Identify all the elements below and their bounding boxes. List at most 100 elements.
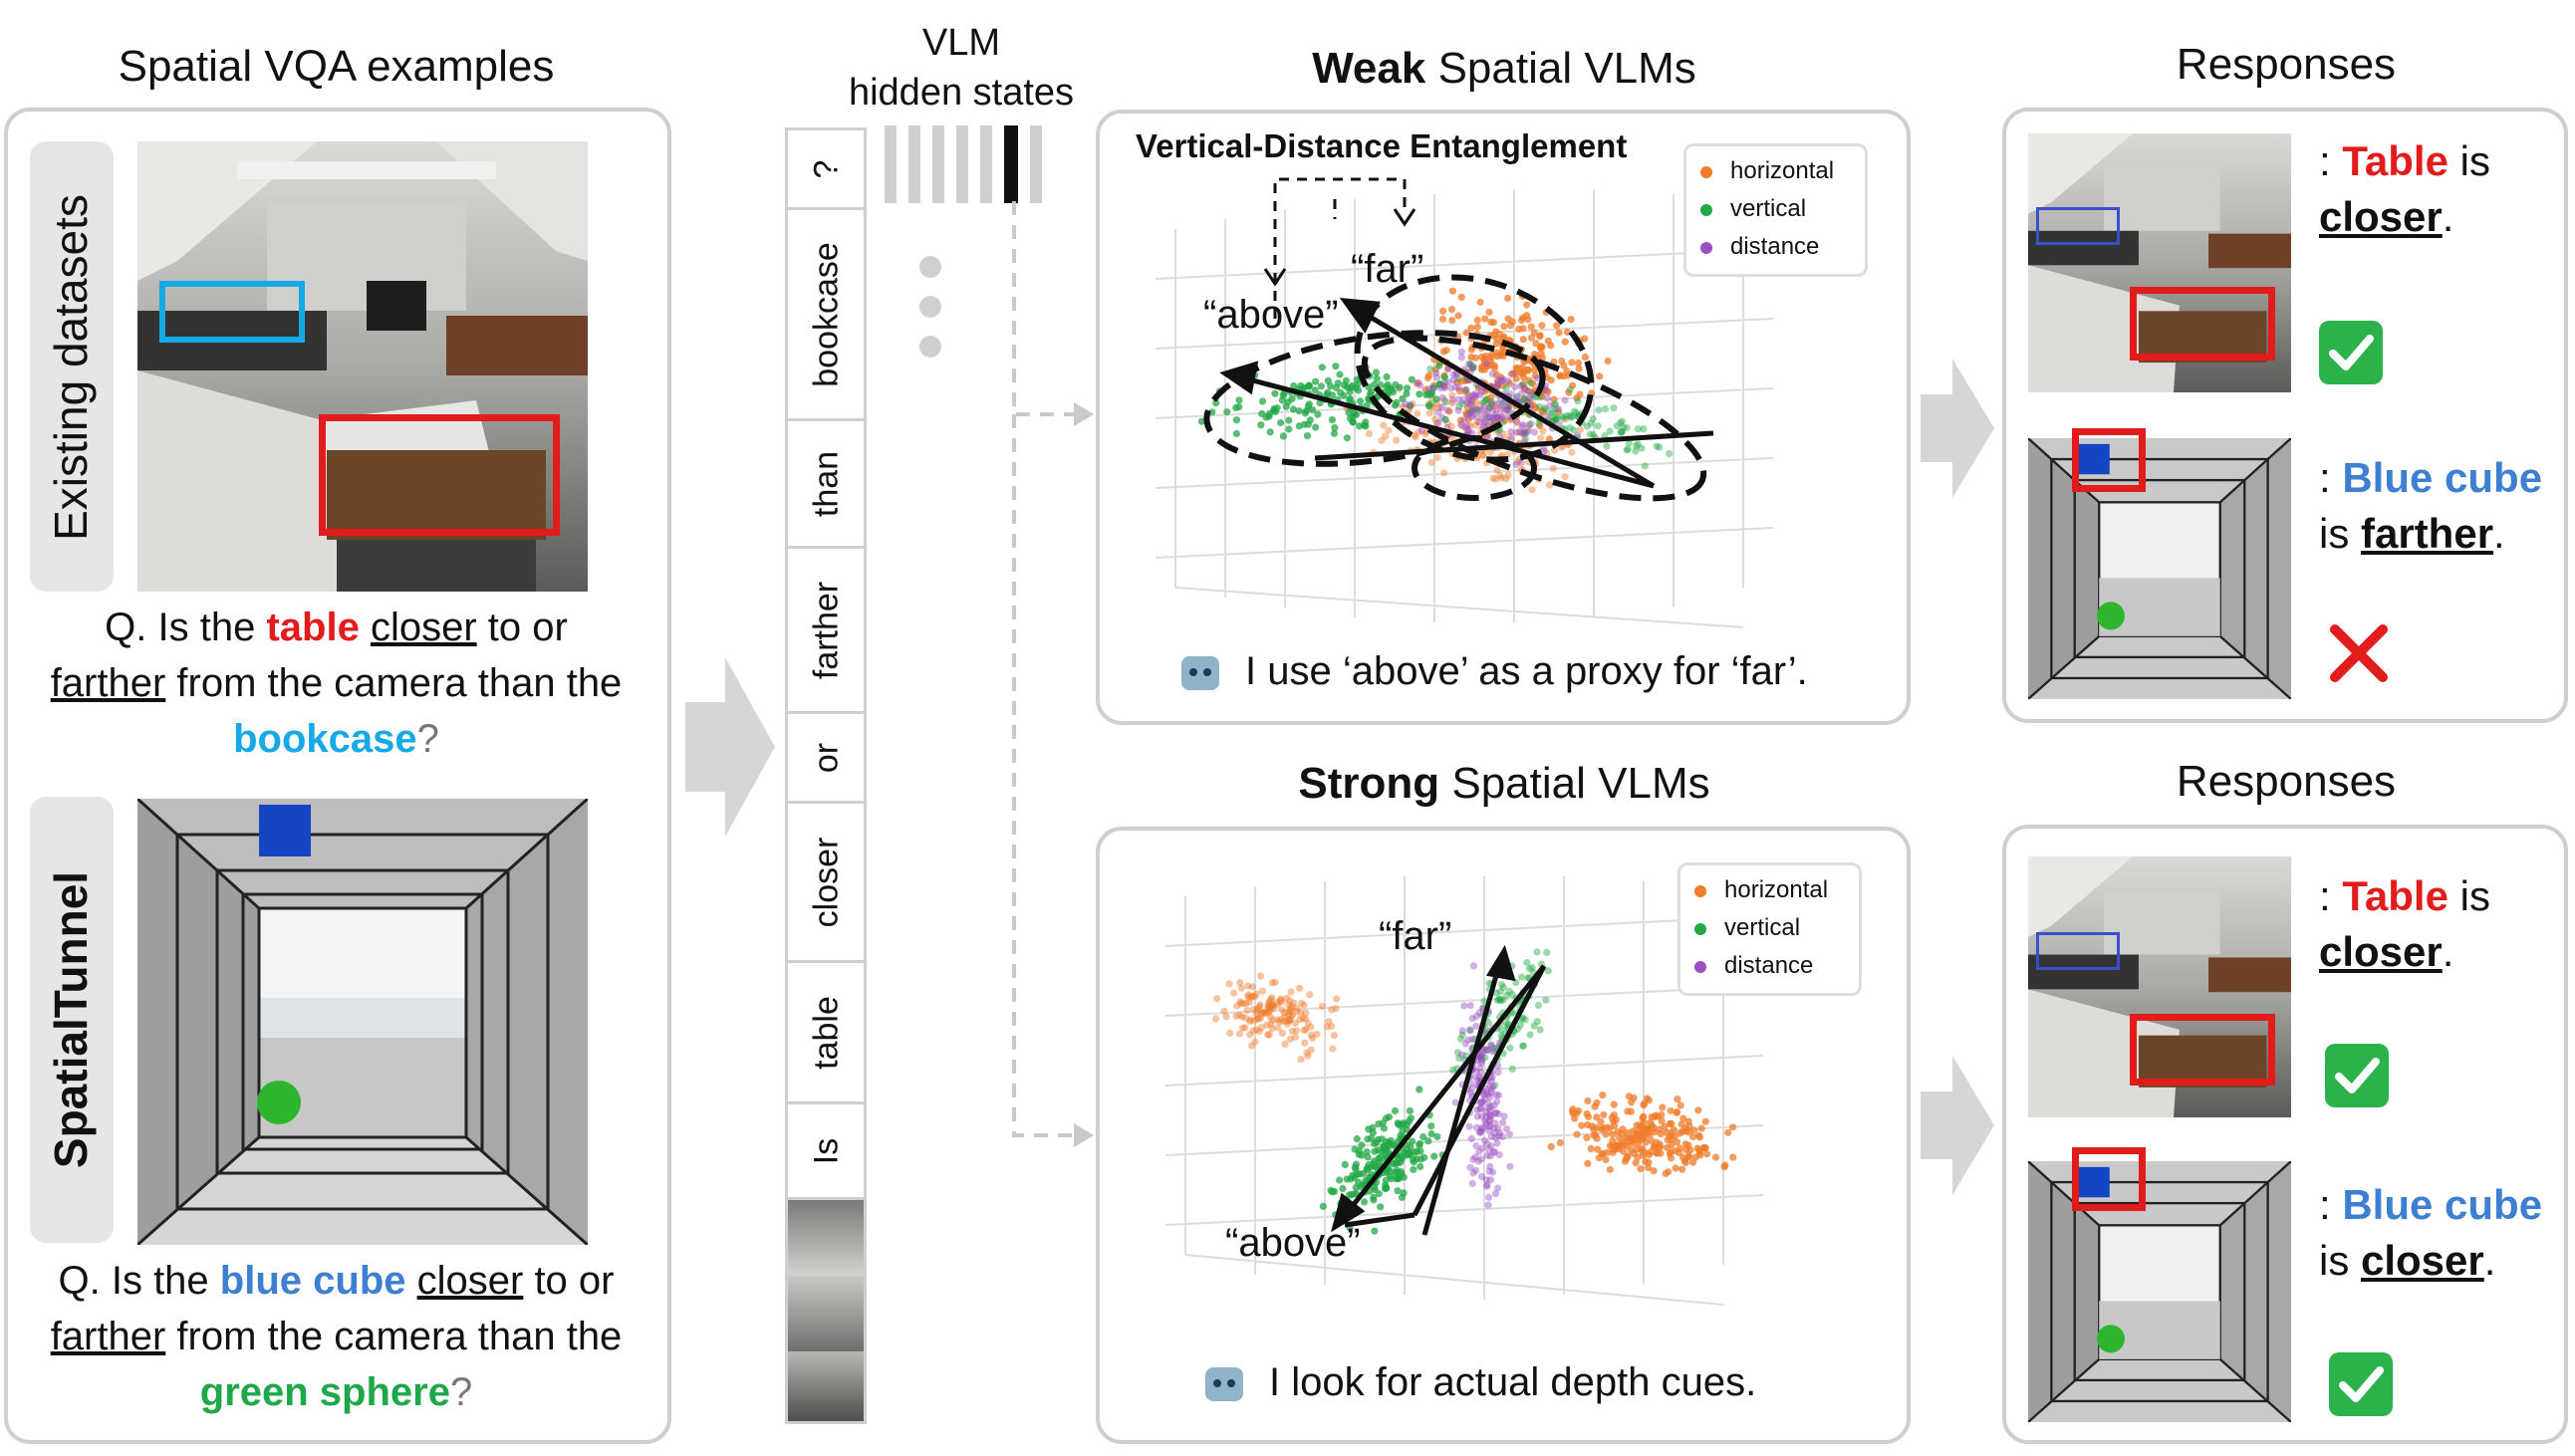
scatter-point — [1448, 399, 1456, 407]
scatter-point — [1597, 1118, 1605, 1126]
scatter-point — [1556, 1138, 1565, 1147]
scatter-point — [1525, 394, 1533, 402]
scatter-point — [1491, 402, 1499, 410]
scatter-point — [1447, 384, 1455, 392]
scatter-point — [1464, 415, 1472, 423]
scatter-point — [1694, 1106, 1702, 1114]
scatter-point — [1574, 397, 1582, 405]
scatter-point — [1502, 475, 1510, 483]
scatter-point — [1632, 447, 1640, 455]
scatter-point — [1466, 421, 1474, 429]
scatter-point — [1428, 384, 1436, 392]
scatter-point — [1460, 1002, 1468, 1010]
scatter-point — [1672, 1164, 1679, 1172]
scatter-point — [1483, 1151, 1491, 1159]
scatter-point — [1280, 1018, 1288, 1026]
scatter-point — [1587, 1144, 1595, 1152]
scatter-point — [1293, 1005, 1301, 1013]
scatter-point — [1594, 1145, 1602, 1153]
scatter-point — [1289, 405, 1297, 413]
strong-scatter-plot — [1164, 876, 1764, 1306]
scatter-point — [1252, 990, 1260, 998]
scatter-point — [1486, 402, 1494, 411]
scatter-point — [1533, 1018, 1541, 1026]
scatter-point — [1483, 395, 1491, 403]
scatter-point — [1484, 1099, 1492, 1107]
scatter-point — [1462, 329, 1470, 337]
dashed-connectors — [1012, 201, 1094, 1147]
scatter-point — [1566, 411, 1574, 419]
scatter-point — [1328, 1006, 1336, 1014]
scatter-point — [1481, 421, 1489, 429]
scatter-point — [1413, 379, 1421, 387]
scatter-point — [1492, 1133, 1500, 1141]
scatter-point — [1488, 1074, 1496, 1082]
scatter-point — [1568, 359, 1576, 366]
scatter-point — [1318, 364, 1326, 371]
check-icon — [2329, 1352, 2393, 1416]
scatter-point — [1489, 1083, 1497, 1091]
scatter-point — [1638, 1146, 1646, 1155]
scatter-point — [1455, 1054, 1463, 1063]
scatter-point — [1552, 415, 1560, 423]
scatter-point — [1383, 1184, 1391, 1192]
robot-icon — [1205, 1367, 1243, 1402]
scatter-point — [1456, 416, 1464, 424]
scatter-point — [1517, 459, 1525, 467]
scatter-point — [1512, 460, 1520, 468]
scatter-point — [1484, 413, 1492, 422]
scatter-point — [1473, 405, 1481, 413]
scatter-point — [1583, 422, 1592, 430]
scatter-point — [1508, 990, 1516, 999]
scatter-point — [1371, 380, 1379, 388]
scatter-point — [1254, 1005, 1262, 1013]
scatter-point — [1331, 424, 1339, 432]
scatter-point — [1433, 419, 1441, 427]
scatter-point — [1561, 473, 1569, 481]
scatter-point — [1637, 1165, 1645, 1173]
scatter-point — [1478, 1052, 1486, 1060]
scatter-point — [1528, 486, 1536, 494]
scatter-point — [1486, 399, 1494, 407]
scatter-point — [1593, 1134, 1601, 1142]
scatter-point — [1393, 398, 1401, 406]
scatter-point — [1235, 396, 1243, 404]
scatter-point — [1645, 1164, 1653, 1172]
scatter-point — [1606, 427, 1614, 435]
scatter-point — [1606, 1141, 1615, 1149]
scatter-point — [1491, 1119, 1499, 1127]
scatter-point — [1360, 421, 1369, 429]
scatter-point — [1666, 1119, 1674, 1127]
scatter-point — [1467, 408, 1475, 416]
scatter-point — [1599, 1092, 1607, 1099]
scatter-point — [1550, 401, 1558, 409]
scatter-point — [1640, 425, 1648, 433]
strong-response-2: : Blue cube is closer. — [2319, 1181, 2543, 1284]
responses-title-weak: Responses — [2176, 40, 2397, 89]
scatter-point — [1427, 1122, 1435, 1130]
scatter-point — [1492, 405, 1500, 413]
scatter-point — [1444, 378, 1452, 386]
scatter-point — [1499, 381, 1507, 389]
scatter-point — [1464, 425, 1472, 434]
legend-horizontal: horizontal — [1700, 152, 1851, 190]
scatter-point — [1473, 1057, 1482, 1065]
weak-above-label: “above” — [1203, 293, 1339, 337]
scatter-point — [1506, 390, 1514, 398]
scatter-point — [1485, 1117, 1493, 1125]
scatter-point — [1432, 368, 1440, 377]
weak-subtitle: Vertical-Distance Entanglement — [1136, 127, 1628, 164]
scatter-point — [1340, 381, 1349, 389]
scatter-point — [1593, 1113, 1601, 1121]
scatter-point — [1268, 1002, 1276, 1010]
scatter-point — [1475, 1074, 1483, 1082]
scatter-point — [1729, 1123, 1737, 1131]
scatter-point — [1624, 445, 1632, 453]
scatter-point — [1481, 410, 1489, 418]
scatter-point — [1547, 1142, 1555, 1151]
scatter-point — [1525, 420, 1533, 429]
scatter-point — [1448, 395, 1456, 403]
scatter-point — [1285, 1009, 1293, 1017]
spatial-tunnel-label: SpatialTunnel — [45, 870, 97, 1169]
scatter-point — [1489, 474, 1497, 482]
